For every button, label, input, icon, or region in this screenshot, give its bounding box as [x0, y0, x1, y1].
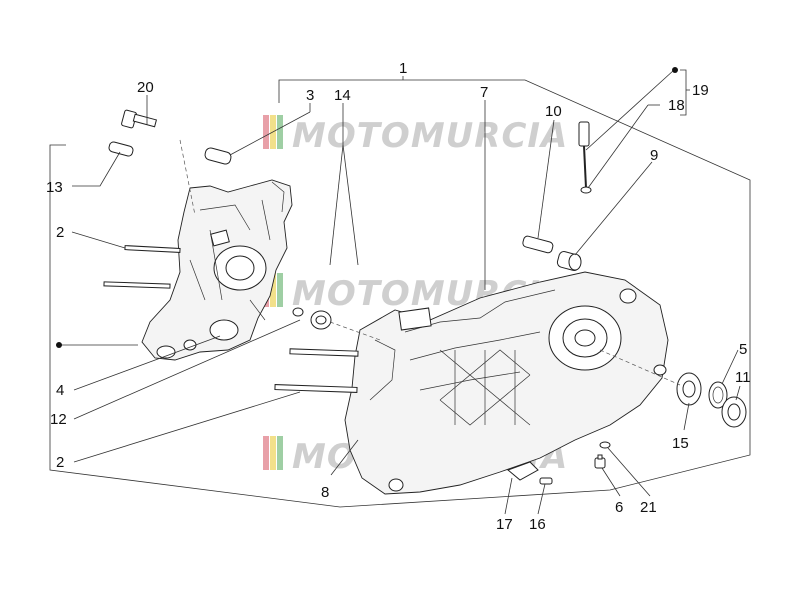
part-studs-2-left — [103, 245, 181, 289]
callout-19: 19 — [692, 82, 709, 99]
left-crankcase-half — [141, 179, 293, 361]
callout-6: 6 — [615, 499, 623, 516]
watermark-text: MOTOMURCIA — [292, 116, 568, 156]
callout-17: 17 — [496, 516, 513, 533]
part-washer-21 — [599, 441, 611, 449]
dot-marker — [672, 67, 678, 73]
callout-14: 14 — [334, 87, 351, 104]
part-plate-17 — [507, 461, 539, 481]
callout-16: 16 — [529, 516, 546, 533]
part-screw-6 — [594, 454, 606, 469]
part-dowel-13 — [108, 141, 134, 157]
part-dowel-3 — [204, 147, 232, 165]
callout-2-lower: 2 — [56, 454, 64, 471]
callout-5: 5 — [739, 341, 747, 358]
part-bushing-9 — [556, 251, 582, 271]
callout-2-upper: 2 — [56, 224, 64, 241]
part-circlip-5 — [708, 381, 728, 409]
callout-18: 18 — [668, 97, 685, 114]
callout-10: 10 — [545, 103, 562, 120]
part-studs-2-right — [274, 348, 359, 393]
part-screw-16 — [539, 477, 553, 485]
part-seal-12 — [292, 307, 332, 330]
right-crankcase-half — [344, 271, 669, 495]
callout-20: 20 — [137, 79, 154, 96]
watermark-top: MOTOMURCIA — [263, 115, 568, 156]
callout-8: 8 — [321, 484, 329, 501]
dot-marker — [56, 342, 62, 348]
callout-3: 3 — [306, 87, 314, 104]
callout-21: 21 — [640, 499, 657, 516]
callout-1: 1 — [399, 60, 407, 77]
callout-13: 13 — [46, 179, 63, 196]
callout-12: 12 — [50, 411, 67, 428]
part-bolt-20 — [121, 109, 158, 129]
part-bearing-15 — [676, 372, 702, 406]
part-dipstick-18 — [578, 121, 592, 194]
part-oil-seal-11 — [721, 396, 747, 428]
callout-7: 7 — [480, 84, 488, 101]
callout-15: 15 — [672, 435, 689, 452]
callout-11: 11 — [735, 369, 751, 386]
leader-lines — [49, 69, 751, 515]
callout-9: 9 — [650, 147, 658, 164]
part-pin-10 — [522, 235, 554, 254]
callout-4: 4 — [56, 382, 64, 399]
